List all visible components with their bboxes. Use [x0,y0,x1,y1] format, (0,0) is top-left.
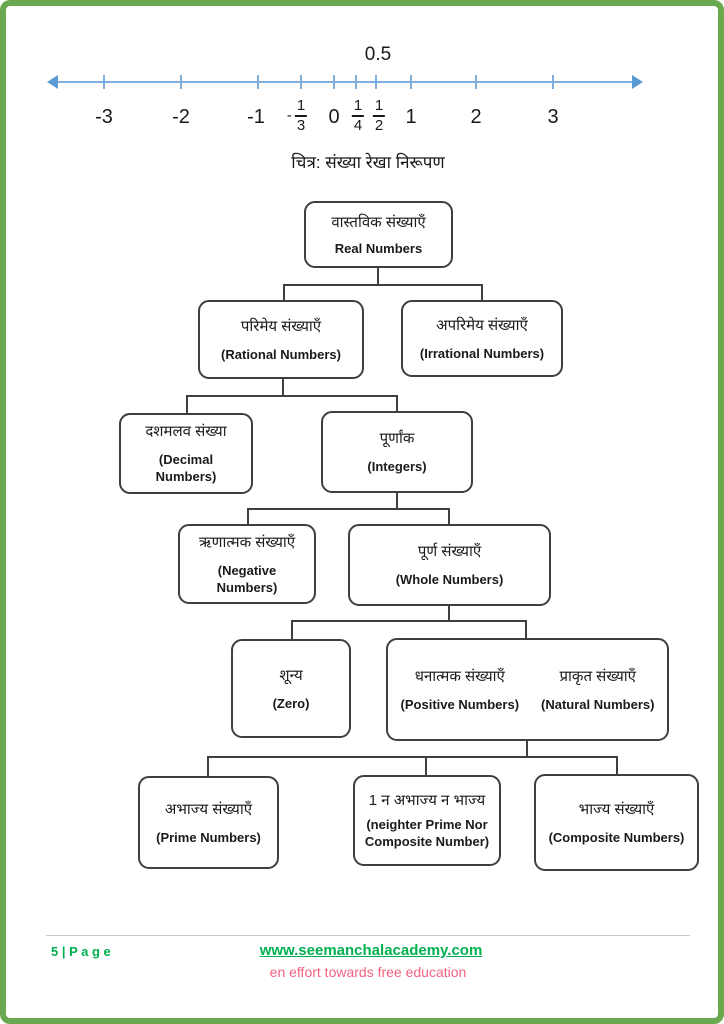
node-label-hindi: वास्तविक संख्याएँ [331,213,426,231]
node-label-hindi: धनात्मक संख्याएँ [414,667,505,685]
footer-divider [46,935,690,936]
arrow-right-icon [632,75,643,89]
connector-line [481,284,483,300]
connector-line [396,493,398,509]
connector-line [526,741,528,757]
tick-label: -1 [247,106,265,128]
tick-mark [475,75,477,89]
fraction: 1 4 [351,97,365,134]
connector-line [186,395,188,413]
node-label-hindi: भाज्य संख्याएँ [578,800,655,818]
tick-mark [300,75,302,89]
connector-line [448,508,450,524]
connector-line [282,379,284,396]
connector-line [186,395,398,397]
node-rational-numbers: परिमेय संख्याएँ (Rational Numbers) [198,300,364,379]
node-positive-natural-numbers: धनात्मक संख्याएँ (Positive Numbers) प्रा… [386,638,669,741]
node-neither-prime-nor-composite: 1 न अभाज्य न भाज्य (neighter Prime Nor C… [353,775,501,866]
node-prime-numbers: अभाज्य संख्याएँ (Prime Numbers) [138,776,279,869]
connector-line [377,268,379,285]
node-label-english: (Decimal Numbers) [155,452,217,484]
node-label-english: (Composite Numbers) [548,829,685,845]
tick-label: -2 [172,106,190,128]
node-label-english: (neighter Prime Nor Composite Number) [364,817,490,849]
node-label-english: (Irrational Numbers) [419,345,545,361]
connector-line [291,620,293,639]
node-label-hindi: प्राकृत संख्याएँ [559,667,636,685]
tick-label-fraction: 1 4 [351,97,365,134]
node-label-english: Real Numbers [334,240,423,256]
figure-caption: चित्र: संख्या रेखा निरूपण [291,153,445,172]
connector-line [425,756,427,775]
tick-label: 1 [405,106,417,128]
website-link[interactable]: www.seemanchalacademy.com [259,942,483,959]
connector-line [207,756,618,758]
connector-line [291,620,527,622]
node-label-english: (Positive Numbers) [400,696,520,712]
tick-label: -3 [95,106,113,128]
node-zero: शून्य (Zero) [231,639,351,738]
tick-mark [180,75,182,89]
footer-tagline: en effort towards free education [269,964,467,980]
connector-line [207,756,209,776]
node-label-hindi: ऋणात्मक संख्याएँ [198,533,296,551]
node-label-hindi: अभाज्य संख्याएँ [164,800,253,818]
node-label-english: (Zero) [272,695,310,711]
page-number-label: 5 | P a g e [51,944,111,959]
node-label-english: (Whole Numbers) [395,572,504,588]
number-line-point-label: 0.5 [364,44,392,65]
node-real-numbers: वास्तविक संख्याएँ Real Numbers [304,201,453,268]
connector-line [448,606,450,621]
node-label-english: (Natural Numbers) [541,696,655,712]
tick-mark [375,75,377,89]
node-label-hindi: शून्य [279,666,303,684]
node-whole-numbers: पूर्ण संख्याएँ (Whole Numbers) [348,524,551,606]
tick-mark [103,75,105,89]
node-integers: पूर्णांक (Integers) [321,411,473,493]
positive-numbers-column: धनात्मक संख्याएँ (Positive Numbers) [401,666,519,714]
connector-line [283,284,285,300]
number-line-axis [58,81,632,83]
node-label-hindi: दशमलव संख्या [145,423,227,441]
tick-mark [355,75,357,89]
connector-line [247,508,450,510]
tick-label: 3 [547,106,559,128]
tick-label-fraction: - 1 3 [286,97,308,134]
node-label-hindi: पूर्ण संख्याएँ [417,543,482,561]
connector-line [283,284,483,286]
connector-line [525,620,527,638]
node-irrational-numbers: अपरिमेय संख्याएँ (Irrational Numbers) [401,300,563,377]
tick-label: 0 [328,106,340,128]
node-label-hindi: पूर्णांक [379,430,415,448]
node-label-hindi: 1 न अभाज्य न भाज्य [368,792,486,810]
node-label-english: (Rational Numbers) [221,346,341,362]
node-label-english: (Prime Numbers) [156,829,261,845]
connector-line [396,395,398,411]
tick-label-fraction: 1 2 [372,97,386,134]
node-decimal-numbers: दशमलव संख्या (Decimal Numbers) [119,413,253,494]
node-label-english: (Negative Numbers) [216,562,278,595]
fraction: 1 3 [294,97,308,134]
connector-line [616,756,618,774]
tick-mark [333,75,335,89]
tick-mark [410,75,412,89]
node-label-english: (Integers) [367,459,427,475]
node-label-hindi: परिमेय संख्याएँ [240,317,322,335]
tick-mark [257,75,259,89]
arrow-left-icon [47,75,58,89]
natural-numbers-column: प्राकृत संख्याएँ (Natural Numbers) [541,666,654,714]
node-negative-numbers: ऋणात्मक संख्याएँ (Negative Numbers) [178,524,316,604]
connector-line [247,508,249,524]
node-composite-numbers: भाज्य संख्याएँ (Composite Numbers) [534,774,699,871]
tick-label: 2 [470,106,482,128]
fraction: 1 2 [372,97,386,134]
node-label-hindi: अपरिमेय संख्याएँ [436,316,528,334]
fraction-sign: - [286,106,292,124]
tick-mark [552,75,554,89]
